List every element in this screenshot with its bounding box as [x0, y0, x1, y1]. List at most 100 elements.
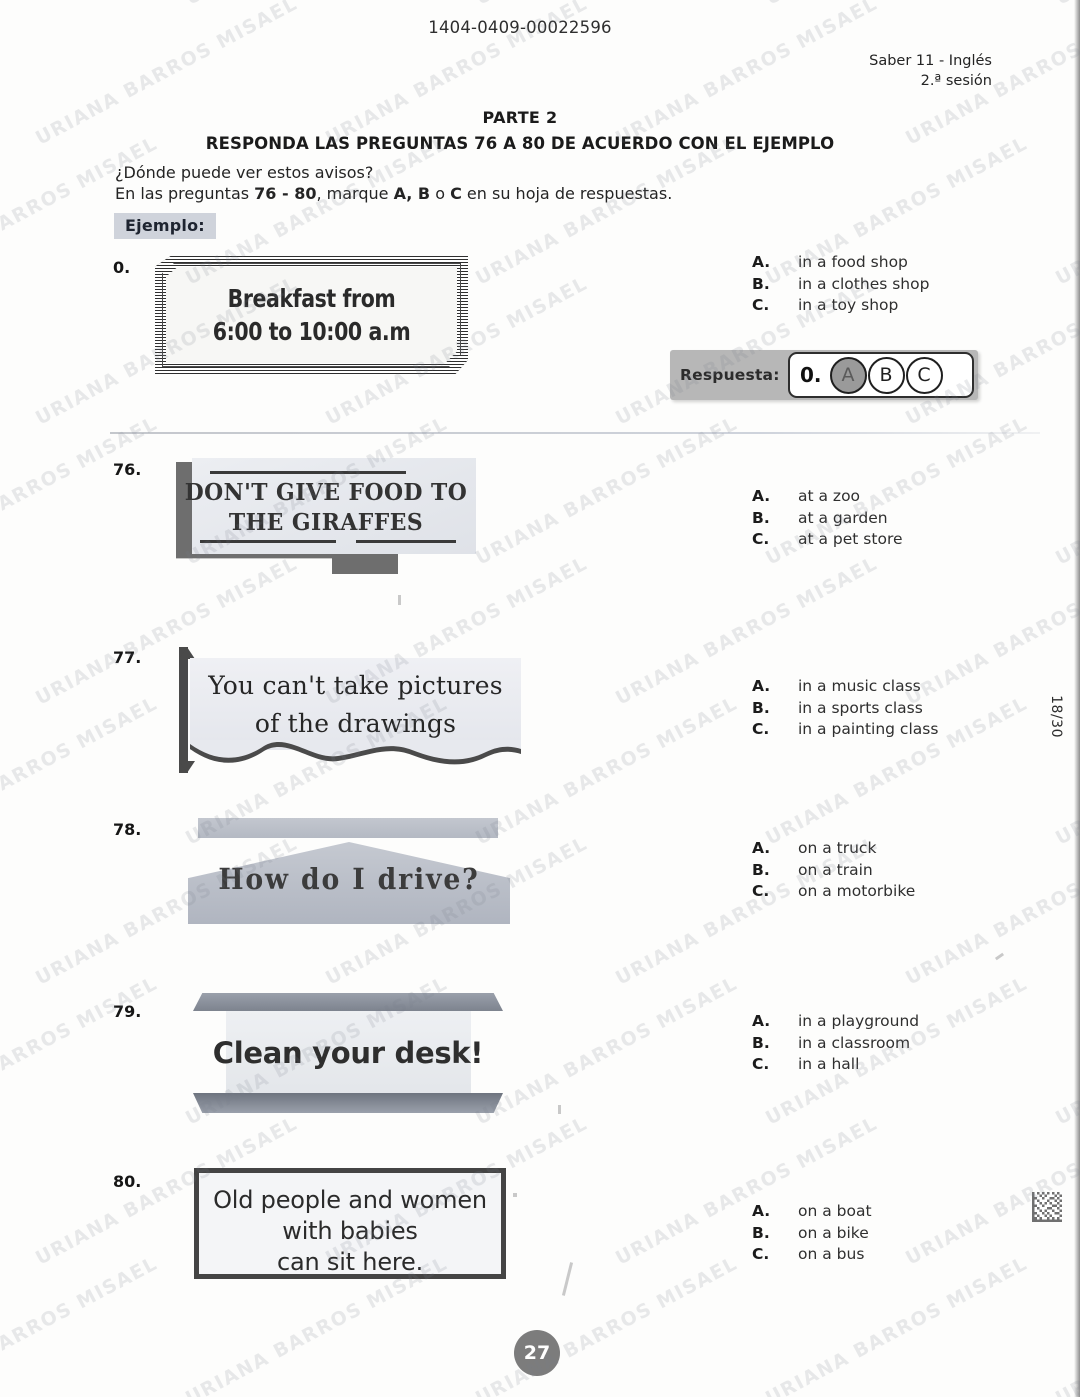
prompt-question: ¿Dónde puede ver estos avisos? [115, 163, 374, 182]
watermark-text: URIANA BARROS MISAEL [0, 1252, 162, 1397]
option-text: on a motorbike [798, 882, 916, 900]
options-78: A.on a truck B.on a train C. on a motorbi… [752, 838, 915, 903]
sign-text-77-line2: of the drawings [254, 709, 457, 738]
sign-image-80: Old people and women with babies can sit… [194, 1168, 506, 1279]
sign-image-78: How do I drive? [188, 818, 510, 924]
option-text: in a music class [798, 677, 921, 695]
sign-text-78: How do I drive? [218, 862, 480, 896]
answer-bubbles-card: 0. A B C [788, 352, 974, 398]
option-letter: A. [752, 839, 771, 857]
option-letter: B. [752, 1033, 770, 1052]
option-letter: A. [752, 1012, 771, 1030]
scan-artifact [513, 1193, 517, 1197]
option-row[interactable]: A.at a zoo [752, 486, 903, 508]
option-text: in a hall [798, 1055, 860, 1073]
sign-pole [179, 647, 195, 773]
option-text: on a bike [798, 1223, 869, 1242]
option-row[interactable]: A.in a music class [752, 676, 938, 698]
exam-session: 2.ª sesión [920, 72, 992, 89]
answer-box-label: Respuesta: [680, 366, 780, 384]
option-row[interactable]: C.at a pet store [752, 529, 903, 551]
option-row[interactable]: B.at a garden [752, 508, 903, 530]
option-letter: B. [752, 860, 770, 879]
pole-top-arrow-icon [179, 647, 195, 659]
option-row[interactable]: A.on a truck [752, 838, 915, 860]
options-79: A. in a playground B.in a classroom C.in … [752, 1011, 919, 1076]
option-text: in a painting class [798, 720, 939, 738]
question-number-76: 76. [113, 460, 142, 479]
prompt-o: o [430, 184, 451, 203]
answer-box: Respuesta: 0. A B C [670, 350, 978, 400]
scan-artifact [398, 595, 401, 605]
options-0: A.in a food shop B.in a clothes shop C.i… [752, 252, 929, 317]
page-edge-shadow [1074, 0, 1080, 1397]
option-row[interactable]: A.on a boat [752, 1201, 872, 1223]
sign-image-0: Breakfast from 6:00 to 10:00 a.m [155, 256, 468, 374]
prompt-pre: En las preguntas [115, 184, 255, 203]
option-row[interactable]: C.in a hall [752, 1054, 919, 1076]
answer-bubble-b[interactable]: B [867, 356, 905, 394]
sign-text-80-line3: can sit here. [276, 1248, 424, 1276]
instruction-title: RESPONDA LAS PREGUNTAS 76 A 80 DE ACUERD… [205, 134, 835, 153]
option-letter: C. [752, 720, 770, 738]
sign-inner-rule [162, 263, 461, 367]
scan-artifact [558, 1105, 561, 1114]
option-row[interactable]: C. in a painting class [752, 719, 938, 741]
option-letter: A. [752, 1202, 771, 1220]
scan-artifact [994, 952, 1005, 961]
sign-text-0-line2: 6:00 to 10:00 a.m [212, 317, 411, 346]
answer-bubble-c[interactable]: C [905, 356, 943, 394]
pole-bottom-arrow-icon [179, 761, 195, 773]
watermark-text: URIANA BARROS MISAEL [472, 972, 742, 1130]
question-number-77: 77. [113, 648, 142, 667]
option-text: at a pet store [798, 530, 903, 548]
option-row[interactable]: A. in a playground [752, 1011, 919, 1033]
section-divider [110, 432, 1040, 434]
part-title: PARTE 2 [482, 108, 558, 127]
option-row[interactable]: C.on a bus [752, 1244, 872, 1266]
options-80: A.on a boat B. on a bike C.on a bus [752, 1201, 872, 1266]
watermark-text: URIANA BARROS MISAEL [902, 832, 1080, 990]
sign-rule-bottom-left [200, 540, 336, 543]
sign-text-76: DON'T GIVE FOOD TO THE GIRAFFES [184, 478, 469, 538]
sign-image-79: Clean your desk! [193, 993, 503, 1113]
option-text: in a toy shop [798, 296, 899, 314]
sign-text-76-line2: THE GIRAFFES [228, 509, 424, 536]
option-row[interactable]: B.in a clothes shop [752, 274, 929, 296]
option-row[interactable]: C. on a motorbike [752, 881, 915, 903]
sign-face [192, 458, 476, 554]
option-text: at a zoo [798, 487, 861, 505]
watermark-text: URIANA BARROS MISAEL [182, 0, 451, 10]
datamatrix-code-icon [1032, 1192, 1062, 1222]
answer-bubble-a[interactable]: A [829, 356, 867, 394]
option-text: in a sports class [798, 698, 923, 717]
option-row[interactable]: B. on a bike [752, 1223, 872, 1245]
option-row[interactable]: B.in a sports class [752, 698, 938, 720]
sign-text-0: Breakfast from 6:00 to 10:00 a.m [183, 282, 440, 348]
watermark-text: URIANA BARROS MISAEL [762, 1252, 1032, 1397]
option-row[interactable]: C.in a toy shop [752, 295, 929, 317]
option-text: in a playground [798, 1012, 920, 1030]
prompt-c: C [450, 184, 462, 203]
ejemplo-badge: Ejemplo: [114, 213, 216, 239]
option-letter: C. [752, 882, 770, 900]
options-76: A.at a zoo B.at a garden C.at a pet stor… [752, 486, 903, 551]
option-letter: C. [752, 1245, 770, 1263]
sign-text-77-line1: You can't take pictures [208, 671, 503, 700]
prompt-ab: A, B [393, 184, 431, 203]
option-row[interactable]: B.in a classroom [752, 1033, 919, 1055]
sign-image-77: You can't take pictures of the drawings [176, 645, 521, 780]
sign-bottom-bar [193, 1093, 503, 1113]
watermark-text: URIANA BARROS MISAEL [902, 1112, 1080, 1270]
option-text: in a food shop [798, 253, 908, 271]
option-row[interactable]: A.in a food shop [752, 252, 929, 274]
sign-top-bar [198, 818, 498, 838]
sign-plate [226, 1009, 471, 1097]
watermark-text: URIANA BARROS MISAEL [0, 972, 162, 1129]
option-letter: B. [752, 1223, 770, 1242]
exam-name: Saber 11 - Inglés [869, 53, 992, 69]
option-row[interactable]: B.on a train [752, 860, 915, 882]
sign-inner-panel [166, 267, 457, 363]
watermark-text: URIANA BARROS MISAEL [0, 412, 162, 569]
